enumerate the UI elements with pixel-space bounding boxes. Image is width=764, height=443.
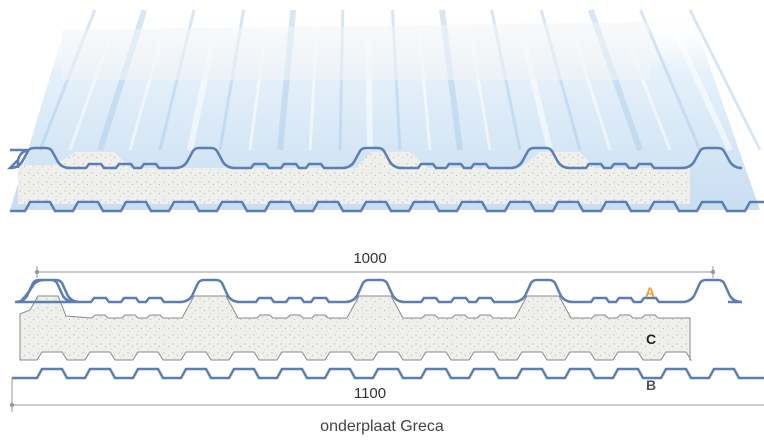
dimension-1100: 1100 xyxy=(9,378,764,412)
perspective-top-sheet xyxy=(6,146,743,170)
top-sheet-profile xyxy=(14,278,743,304)
sheet-highlight-streak xyxy=(7,8,73,152)
label-b: B xyxy=(646,377,656,393)
label-c: C xyxy=(646,331,656,347)
perspective-panel-front xyxy=(6,146,764,213)
sheet-highlight-streak xyxy=(662,8,733,152)
caption: onderplaat Greca xyxy=(320,418,444,435)
dimension-1000: 1000 xyxy=(34,250,716,278)
sheet-highlight-streak xyxy=(688,9,762,151)
perspective-bottom-sheet xyxy=(10,200,764,213)
foam-core-section xyxy=(19,295,692,361)
label-a: A xyxy=(645,284,655,300)
bottom-sheet-profile xyxy=(12,367,764,380)
sheet-highlight-streak xyxy=(639,9,702,151)
cross-section: A C B xyxy=(12,278,764,393)
dimension-1100-label: 1100 xyxy=(354,385,386,402)
translucent-roof-sheet xyxy=(7,8,762,210)
ghost-foam-back xyxy=(62,22,650,80)
perspective-foam-core xyxy=(18,152,690,204)
dimension-1000-label: 1000 xyxy=(353,250,386,267)
